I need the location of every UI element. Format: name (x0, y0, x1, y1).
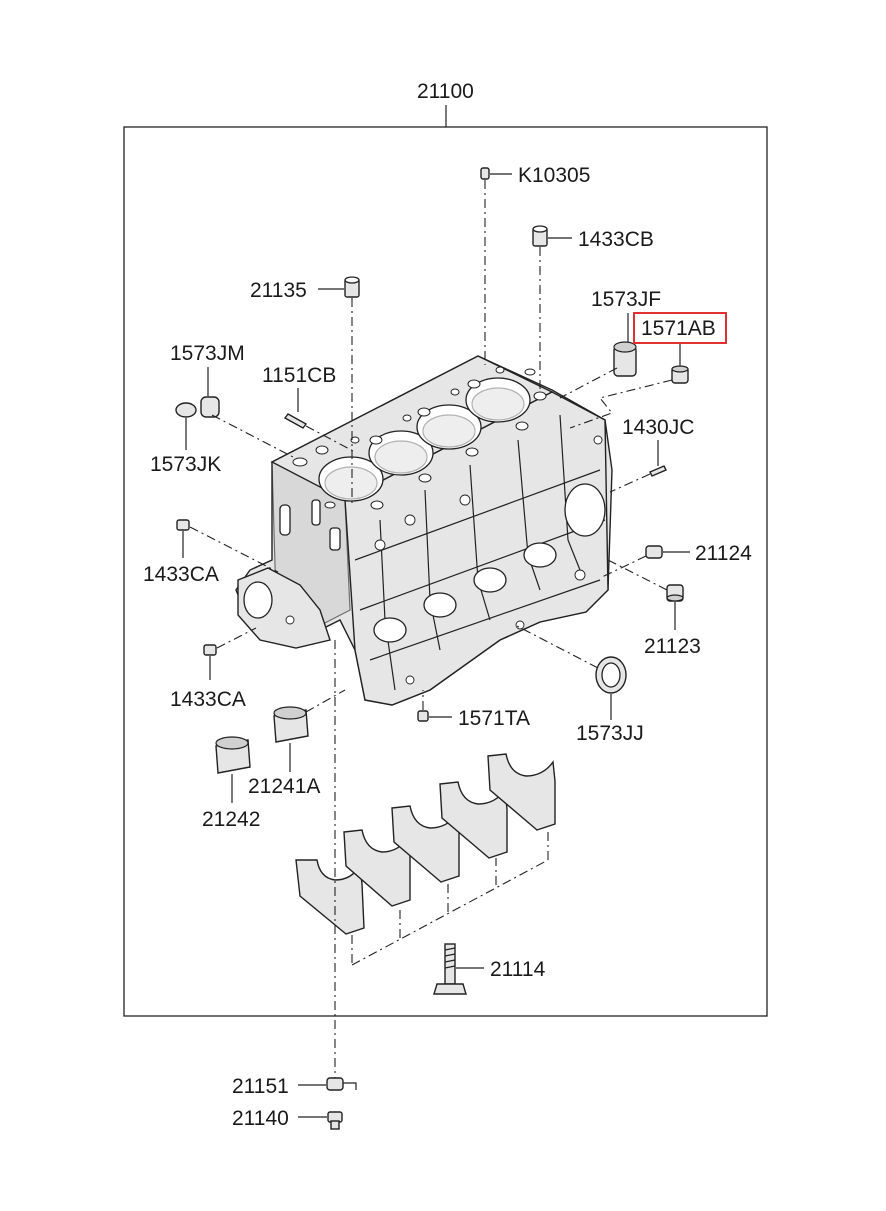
label-1571ab[interactable]: 1571AB (641, 317, 716, 340)
label-21140[interactable]: 21140 (232, 1107, 289, 1130)
21140-bolt (298, 1111, 343, 1130)
highlight-box-1571ab (633, 312, 727, 344)
21151-oil-jet (298, 1077, 357, 1091)
1573jf-plug (559, 313, 637, 399)
1571ab-plug (569, 342, 689, 429)
label-1151cb[interactable]: 1151CB (262, 364, 336, 387)
label-21151[interactable]: 21151 (232, 1075, 289, 1098)
21135-dowel (318, 276, 360, 505)
21124-dowel (599, 545, 690, 579)
label-1433ca-top[interactable]: 1433CA (143, 563, 219, 586)
label-21100[interactable]: 21100 (417, 80, 474, 103)
21241a-bushing (273, 689, 346, 772)
1151cb-stud (283, 388, 356, 453)
main-bearing-caps (295, 753, 556, 935)
label-1573jm[interactable]: 1573JM (170, 342, 245, 365)
1430jc-pin (609, 440, 667, 493)
1571ta-plug (417, 690, 452, 722)
k10305-pin (480, 167, 512, 365)
label-1430jc[interactable]: 1430JC (622, 416, 694, 439)
label-1433ca-bottom[interactable]: 1433CA (170, 688, 246, 711)
label-21135[interactable]: 21135 (250, 279, 307, 302)
1433cb-dowel (532, 225, 572, 392)
label-1433cb[interactable]: 1433CB (578, 228, 654, 251)
1573jm-plug (200, 367, 220, 418)
label-21123[interactable]: 21123 (644, 635, 701, 658)
1433ca-dowel-bottom (203, 627, 257, 680)
1433ca-dowel-top (176, 519, 279, 573)
1573jj-seal (514, 624, 627, 720)
label-21124[interactable]: 21124 (695, 542, 752, 565)
label-21241a[interactable]: 21241A (248, 775, 320, 798)
cylinder-block (235, 355, 613, 706)
1573jk-plug (175, 402, 296, 459)
bearing-cap-leaders (351, 832, 549, 966)
label-1573jj[interactable]: 1573JJ (576, 722, 644, 745)
label-21114[interactable]: 21114 (490, 958, 546, 981)
label-1573jf[interactable]: 1573JF (591, 288, 661, 311)
label-1573jk[interactable]: 1573JK (150, 453, 221, 476)
label-k10305[interactable]: K10305 (518, 164, 590, 187)
label-1571ta[interactable]: 1571TA (458, 707, 530, 730)
21123-plug (607, 559, 684, 630)
21114-bolt (433, 943, 484, 995)
21242-bushing (215, 736, 251, 803)
label-21242[interactable]: 21242 (202, 808, 260, 831)
